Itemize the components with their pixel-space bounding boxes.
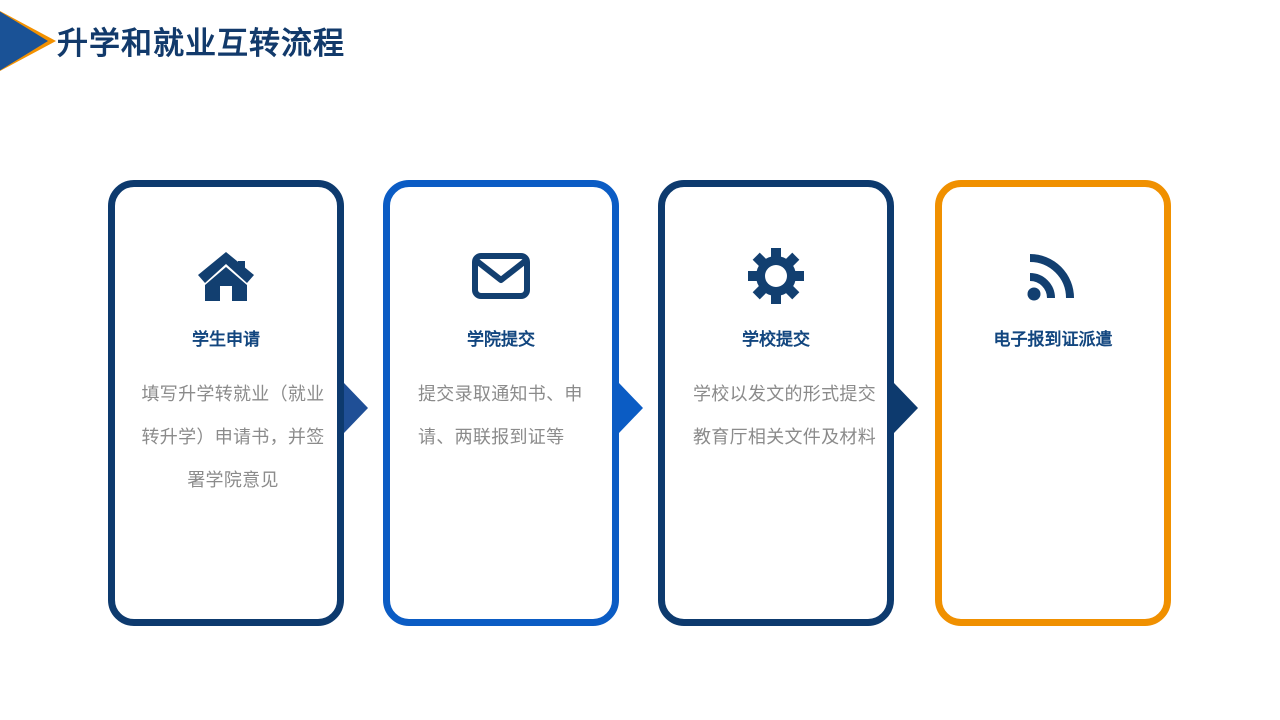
card-title: 学院提交 [467, 330, 535, 349]
flow-connector-arrow-3 [894, 383, 920, 433]
envelope-icon-glyph [472, 253, 530, 299]
process-flow: 学生申请 填写升学转就业（就业转升学）申请书，并签署学院意见 学院提交 提交录取… [0, 180, 1280, 626]
header-arrow-decoration [0, 8, 60, 74]
flow-card-student-application[interactable]: 学生申请 填写升学转就业（就业转升学）申请书，并签署学院意见 [108, 180, 344, 626]
card-title: 学校提交 [742, 330, 810, 349]
flow-card-electronic-dispatch[interactable]: 电子报到证派遣 [935, 180, 1171, 626]
rss-signal-icon [942, 245, 1164, 307]
gear-icon [665, 245, 887, 307]
envelope-icon [390, 245, 612, 307]
card-body-text: 学校以发文的形式提交教育厅相关文件及材料 [693, 384, 876, 447]
page-title: 升学和就业互转流程 [57, 26, 345, 61]
slide-header: 升学和就业互转流程 [0, 0, 1280, 100]
gear-icon-glyph [748, 248, 804, 304]
flow-card-college-submission[interactable]: 学院提交 提交录取通知书、申请、两联报到证等 [383, 180, 619, 626]
card-title: 学生申请 [192, 330, 260, 349]
card-body-text: 填写升学转就业（就业转升学）申请书，并签署学院意见 [141, 384, 325, 490]
arrow-right-icon [344, 383, 368, 433]
header-arrow-icon [0, 11, 56, 71]
rss-signal-icon-glyph [1027, 254, 1074, 301]
card-body-text: 提交录取通知书、申请、两联报到证等 [418, 384, 583, 447]
flow-connector-arrow-1 [344, 383, 370, 433]
arrow-right-icon [894, 383, 918, 433]
flow-card-school-submission[interactable]: 学校提交 学校以发文的形式提交教育厅相关文件及材料 [658, 180, 894, 626]
arrow-right-icon [619, 383, 643, 433]
flow-connector-arrow-2 [619, 383, 645, 433]
home-icon-glyph [198, 252, 254, 301]
card-title: 电子报到证派遣 [993, 330, 1113, 349]
header-arrow-front-shape [0, 11, 48, 71]
home-icon [115, 245, 337, 307]
